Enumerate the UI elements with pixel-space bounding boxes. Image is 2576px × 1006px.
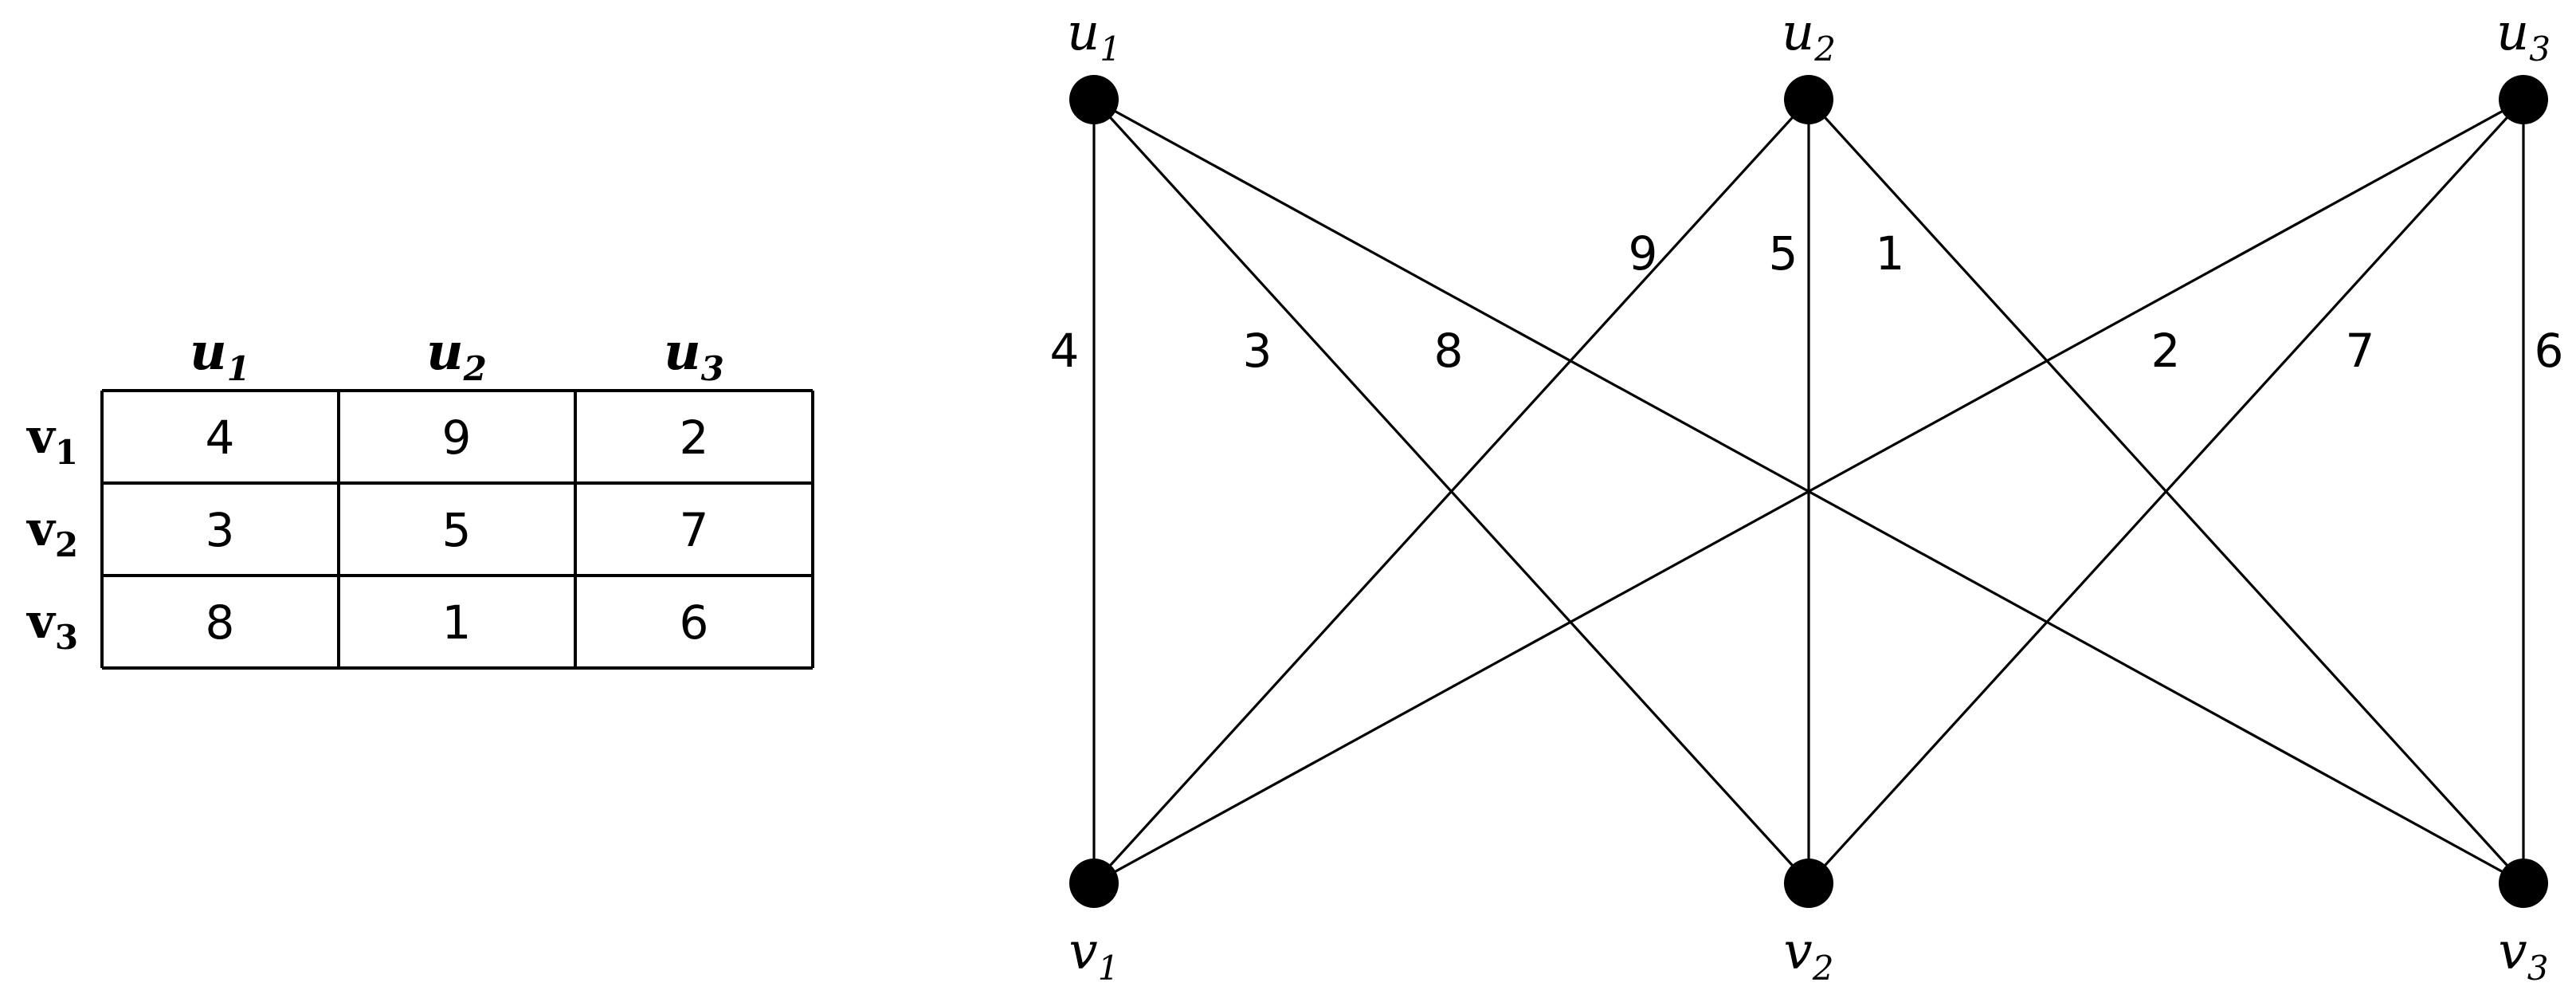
node-u1: [1069, 75, 1119, 124]
node-label-u1: u1: [1067, 3, 1121, 69]
edge-weight-u2-v3: 1: [1876, 226, 1905, 281]
matrix-col-header-u3: u3: [664, 322, 724, 388]
node-v2: [1784, 859, 1833, 908]
graph-nodes: [1069, 75, 2548, 908]
edge-weight-u3-v2: 7: [2346, 324, 2375, 378]
edge-u3-v1: [1093, 98, 2524, 885]
matrix-cell-v3-u1: 8: [206, 595, 235, 650]
matrix-cell-v1-u3: 2: [680, 411, 709, 465]
node-label-u3: u3: [2496, 3, 2551, 69]
node-u2: [1784, 75, 1833, 124]
matrix-col-header-u1: u1: [190, 322, 250, 388]
node-u3: [2499, 75, 2548, 124]
matrix-cell-v2-u3: 7: [680, 503, 709, 557]
matrix-cells: 4 9 2 3 5 7 8 1 6: [206, 411, 709, 650]
matrix-row-header-v2: v2: [25, 501, 78, 564]
weight-matrix: u1 u2 u3 v1 v2 v3 4 9 2 3 5 7 8 1 6: [25, 322, 814, 670]
node-label-u2: u2: [1782, 3, 1836, 69]
edge-weights: 4 3 8 9 5 1 2 7 6: [1050, 226, 2564, 378]
matrix-cell-v3-u2: 1: [442, 595, 472, 650]
matrix-cell-v1-u2: 9: [442, 411, 472, 465]
edge-u2-v1: [1092, 98, 1810, 885]
graph-edges: [1092, 98, 2525, 885]
matrix-cell-v3-u3: 6: [680, 595, 709, 650]
matrix-col-header-u2: u2: [426, 322, 487, 388]
edge-weight-u3-v1: 2: [2151, 324, 2181, 378]
node-labels: u1 u2 u3 v1 v2 v3: [1067, 3, 2551, 988]
edge-weight-u3-v3: 6: [2535, 324, 2564, 378]
matrix-cell-v2-u2: 5: [442, 503, 472, 557]
matrix-row-header-v1: v1: [25, 409, 78, 472]
node-v1: [1069, 859, 1119, 908]
node-v3: [2499, 859, 2548, 908]
node-label-v3: v3: [2499, 922, 2549, 988]
bipartite-graph: 4 3 8 9 5 1 2 7 6 u1 u2 u3 v1 v2 v3: [1050, 3, 2564, 988]
node-label-v1: v1: [1069, 922, 1119, 988]
matrix-cell-v1-u1: 4: [206, 411, 235, 465]
node-label-v2: v2: [1784, 922, 1834, 988]
edge-u3-v2: [1807, 98, 2525, 885]
edge-weight-u1-v1: 4: [1050, 324, 1080, 378]
edge-weight-u1-v3: 8: [1434, 324, 1464, 378]
matrix-row-header-v3: v3: [25, 594, 78, 657]
matrix-cell-v2-u1: 3: [206, 503, 235, 557]
matrix-grid: [100, 389, 814, 670]
edge-weight-u1-v2: 3: [1243, 324, 1272, 378]
edge-weight-u2-v1: 9: [1629, 226, 1658, 281]
edge-weight-u2-v2: 5: [1769, 226, 1798, 281]
